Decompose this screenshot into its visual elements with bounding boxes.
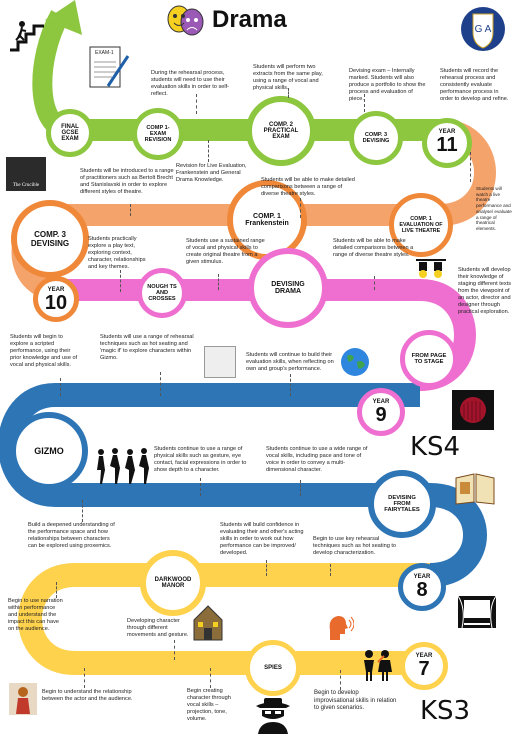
stairs-climber-icon xyxy=(8,18,46,52)
connector-pin xyxy=(218,274,220,290)
node-darkwood-manor: DARKWOOD MANOR xyxy=(140,550,206,616)
storybook-picture xyxy=(454,470,496,506)
connector-pin xyxy=(300,198,302,218)
spy-silhouette-icon xyxy=(252,694,294,734)
note-record-rehearsal: Students will record the rehearsal proce… xyxy=(440,68,509,102)
note-scripted: Students will begin to explore a scripte… xyxy=(10,334,78,368)
note-proxemics: Build a deepened understanding of the pe… xyxy=(28,522,115,549)
note-practitioners: Students will be introduced to a range o… xyxy=(80,168,174,195)
globe-icon xyxy=(340,347,370,377)
note-movements: Developing character through different m… xyxy=(127,618,189,638)
dancers-silhouette-icon xyxy=(93,446,153,486)
note-devising-exam: Devising exam – Internally marked. Stude… xyxy=(349,68,426,102)
school-crest-icon: G A xyxy=(460,2,506,56)
note-staging-knowledge: Students will develop their knowledge of… xyxy=(458,267,512,315)
connector-pin xyxy=(340,670,342,690)
note-build-evaluation: Students will continue to build their ev… xyxy=(246,352,334,372)
note-rehearsal-techniques: Students will use a range of rehearsal t… xyxy=(100,334,194,361)
connector-pin xyxy=(174,640,176,660)
connector-pin xyxy=(208,140,210,162)
node-devising-fairytales: DEVISING FROM FAIRYTALES xyxy=(368,470,436,538)
note-narration: Begin to use narration within performanc… xyxy=(8,598,63,632)
note-comparisons-2: Students will be able to make detailed c… xyxy=(333,238,414,258)
ks3-label: KS3 xyxy=(420,696,471,726)
connector-pin xyxy=(130,204,132,216)
node-noughts-crosses: NOUGH TS AND CROSSES xyxy=(137,268,187,318)
node-comp3-devising-top: COMP. 3 DEVISING xyxy=(349,111,403,165)
connector-pin xyxy=(56,582,58,598)
connector-pin xyxy=(300,480,302,496)
exam-paper-picture: EXAM-1 xyxy=(86,44,130,90)
page-title: Drama xyxy=(212,6,287,33)
note-revision-live: Revision for Live Evaluation, Frankenste… xyxy=(176,163,247,183)
note-rehearsal-process: During the rehearsal process, students w… xyxy=(151,70,230,97)
connector-pin xyxy=(200,478,202,496)
connector-pin xyxy=(84,668,86,688)
node-spies: SPIES xyxy=(245,640,301,696)
node-comp3-devising-left: COMP. 3 DEVISING xyxy=(11,200,89,278)
haunted-house-icon xyxy=(190,602,226,642)
connector-pin xyxy=(210,668,212,688)
connector-pin xyxy=(290,374,292,396)
note-comparisons-1: Students will be able to make detailed c… xyxy=(261,177,355,197)
connector-pin xyxy=(374,276,376,290)
connector-pin xyxy=(288,88,290,98)
node-page-to-stage: FROM PAGE TO STAGE xyxy=(400,330,458,388)
node-final-gcse-exam: FINAL GCSE EXAM xyxy=(46,109,94,157)
note-watch-live: Students will watch a live theatre perfo… xyxy=(476,186,512,232)
crucible-poster-label: The Crucible xyxy=(12,183,40,188)
node-gizmo: GIZMO xyxy=(10,412,88,490)
note-play-text: Students practically explore a play text… xyxy=(88,236,146,270)
note-two-extracts: Students will perform two extracts from … xyxy=(253,64,323,91)
connector-pin xyxy=(196,94,198,114)
curtain-stage-picture xyxy=(452,390,494,430)
crucible-poster-picture: The Crucible xyxy=(6,157,46,191)
actor-dressing-picture xyxy=(8,682,38,716)
node-comp1-evaluation-live-theatre: COMP. 1 EVALUATION OF LIVE THEATRE xyxy=(389,193,453,257)
note-confidence: Students will build confidence in evalua… xyxy=(220,522,304,556)
connector-pin xyxy=(470,152,472,182)
stage-lights-icon xyxy=(414,256,448,282)
note-improvisational: Begin to develop improvisational skills … xyxy=(314,690,397,711)
node-devising-drama: DEVISING DRAMA xyxy=(248,248,328,328)
note-vocal-skills: Students continue to use a wide range of… xyxy=(266,446,368,473)
note-hot-seating: Begin to use key rehearsal techniques su… xyxy=(313,536,397,556)
theatre-stage-picture xyxy=(456,594,498,630)
note-physical-skills: Students continue to use a range of phys… xyxy=(154,446,247,473)
node-comp2-practical-exam: COMP. 2 PRACTICAL EXAM xyxy=(246,96,316,166)
speaking-head-icon xyxy=(326,612,355,642)
connector-pin xyxy=(120,270,122,292)
children-figures-icon xyxy=(360,648,394,682)
drama-masks-icon xyxy=(165,4,205,38)
connector-pin xyxy=(160,372,162,396)
ks4-label: KS4 xyxy=(410,432,461,462)
connector-pin xyxy=(364,94,366,112)
note-vocal-creating: Begin creating character through vocal s… xyxy=(187,688,231,722)
exam-paper-label: EXAM-1 xyxy=(95,50,114,56)
note-sustained-range: Students use a sustained range of vocal … xyxy=(186,238,265,265)
note-actor-audience: Begin to understand the relationship bet… xyxy=(42,689,133,702)
connector-pin xyxy=(266,560,268,576)
play-poster-picture xyxy=(204,346,236,378)
connector-pin xyxy=(60,378,62,396)
connector-pin xyxy=(82,500,84,522)
node-comp1-exam-revision: COMP 1- EXAM REVISION xyxy=(132,108,184,160)
svg-text:G A: G A xyxy=(475,24,492,35)
connector-pin xyxy=(330,564,332,576)
